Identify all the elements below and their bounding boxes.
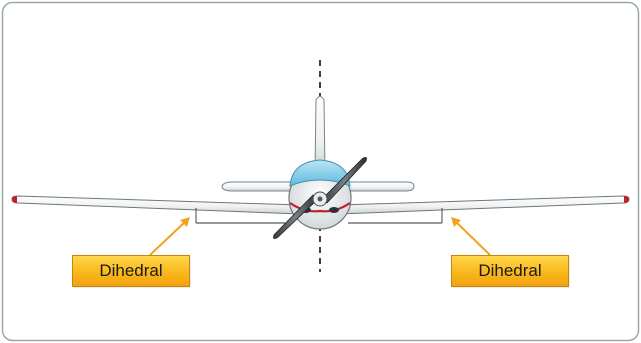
dihedral-label-right: Dihedral [451, 255, 569, 287]
right-dihedral-arrowhead [451, 217, 461, 227]
vertical-fin [314, 96, 326, 173]
spinner-center [317, 196, 323, 202]
right-cowl-intake [329, 207, 339, 213]
left-dihedral-arrow [149, 220, 187, 256]
propeller-blade-upper [321, 157, 367, 204]
left-dihedral-arrowhead [180, 217, 190, 227]
right-dihedral-arrow [454, 220, 491, 256]
canopy [289, 159, 351, 187]
fuselage-stripe [289, 202, 351, 213]
left-wingtip-light [12, 196, 17, 203]
propeller-blade-lower [273, 194, 319, 239]
right-wingtip-light [624, 196, 629, 203]
dihedral-label-left: Dihedral [72, 255, 190, 287]
